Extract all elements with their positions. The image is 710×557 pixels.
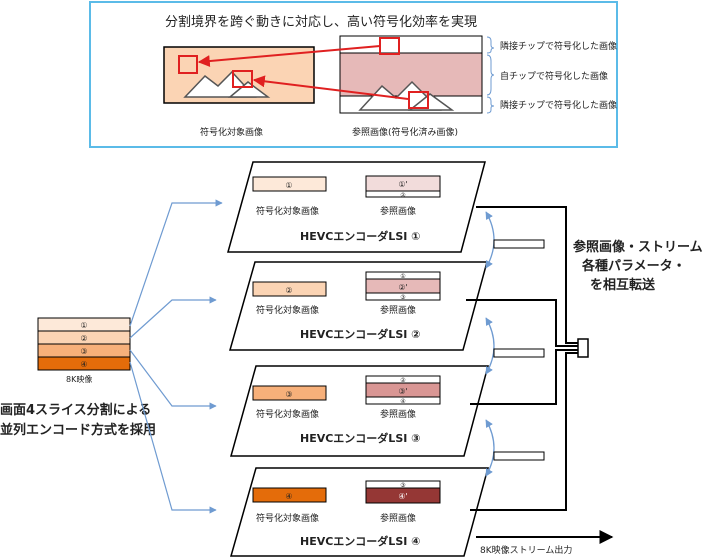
enc4-ref-row1: ③ [400, 482, 405, 489]
top-panel: 分割境界を跨ぐ動きに対応し、高い符号化効率を実現 符号化対象画像 参照画像(符号… [89, 1, 618, 148]
transfer-rect-3 [493, 451, 545, 461]
enc1-title: HEVCエンコーダLSI ① [300, 229, 420, 243]
reference-image [339, 35, 483, 114]
enc3-title: HEVCエンコーダLSI ③ [300, 431, 420, 445]
enc1-ref-label: 参照画像 [380, 205, 416, 217]
bus-lines [466, 206, 614, 544]
motion-arrow-top [197, 45, 381, 68]
enc2-ref-row3: ③ [400, 294, 405, 301]
encoder-3: ③ ② ③' ④ 符号化対象画像 参照画像 HEVCエンコーダLSI ③ [230, 365, 489, 457]
enc1-target-num: ① [285, 181, 292, 190]
dist-arrow-3 [129, 349, 217, 410]
transfer-arrows [485, 211, 495, 477]
slice-1-label: ① [80, 321, 87, 330]
target-image [163, 46, 315, 104]
enc3-target-label: 符号化対象画像 [256, 408, 319, 420]
enc4-ref-row2: ④' [398, 492, 407, 501]
enc4-ref-label: 参照画像 [380, 512, 416, 524]
enc2-ref-label: 参照画像 [380, 304, 416, 316]
side-label-mid: 自チップで符号化した画像 [500, 70, 608, 82]
side-label-bottom: 隣接チップで符号化した画像 [500, 99, 617, 111]
connector-block [577, 338, 589, 358]
enc1-ref-row1: ①' [398, 180, 407, 189]
dist-arrow-1 [129, 199, 223, 327]
slice-2-label: ② [80, 334, 87, 343]
encoder-1: ① ①' ② 符号化対象画像 参照画像 HEVCエンコーダLSI ① [227, 161, 486, 253]
enc2-target-num: ② [285, 286, 292, 295]
enc3-target-box [252, 385, 327, 401]
encoder-4: ④ ③ ④' 符号化対象画像 参照画像 HEVCエンコーダLSI ④ [230, 467, 489, 557]
enc2-target-box [252, 281, 327, 297]
slice-4-label: ④ [80, 360, 87, 369]
transfer-rect-1 [493, 239, 545, 249]
source-image: ① ② ③ ④ 8K映像 [37, 317, 131, 384]
enc4-target-box [252, 487, 327, 503]
ref-block-b [408, 91, 429, 109]
target-image-label: 符号化対象画像 [200, 126, 263, 138]
transfer-caption-line2: 各種パラメータ・ [581, 258, 686, 274]
encoder-2: ② ① ②' ③ 符号化対象画像 参照画像 HEVCエンコーダLSI ② [229, 261, 488, 351]
reference-image-label: 参照画像(符号化済み画像) [352, 126, 458, 138]
transfer-rect-2 [493, 348, 545, 358]
enc4-target-label: 符号化対象画像 [256, 512, 319, 524]
enc2-ref-row2: ②' [398, 283, 407, 292]
side-label-top: 隣接チップで符号化した画像 [500, 40, 617, 52]
enc3-target-num: ③ [285, 390, 292, 399]
transfer-caption-line1: 参照画像・ストリーム [573, 239, 703, 255]
source-caption-line1: 画面4スライス分割による [0, 402, 151, 418]
transfer-caption-line3: を相互転送 [590, 277, 656, 293]
enc3-ref-row3: ④ [400, 398, 405, 405]
target-block-b [232, 70, 253, 88]
dist-arrow-2 [129, 296, 217, 339]
dist-arrow-4 [129, 361, 217, 514]
enc3-ref-label: 参照画像 [380, 408, 416, 420]
enc4-title: HEVCエンコーダLSI ④ [300, 534, 420, 548]
top-panel-title: 分割境界を跨ぐ動きに対応し、高い符号化効率を実現 [165, 14, 477, 30]
enc2-title: HEVCエンコーダLSI ② [300, 327, 420, 341]
enc2-target-label: 符号化対象画像 [256, 304, 319, 316]
enc1-target-box [252, 176, 327, 192]
slice-3-label: ③ [80, 347, 87, 356]
enc2-ref-row1: ① [400, 273, 405, 280]
output-label: 8K映像ストリーム出力 [480, 544, 572, 556]
source-label: 8K映像 [66, 374, 92, 384]
motion-arrow-bottom [252, 75, 409, 100]
target-block-a [178, 55, 198, 74]
enc1-target-label: 符号化対象画像 [256, 205, 319, 217]
distribution-arrows [129, 199, 223, 514]
enc3-ref-row1: ② [400, 377, 406, 384]
enc1-ref-row2: ② [400, 192, 406, 199]
enc3-ref-row2: ③' [398, 387, 407, 396]
source-caption-line2: 並列エンコード方式を採用 [0, 422, 156, 438]
enc4-target-num: ④ [285, 492, 292, 501]
